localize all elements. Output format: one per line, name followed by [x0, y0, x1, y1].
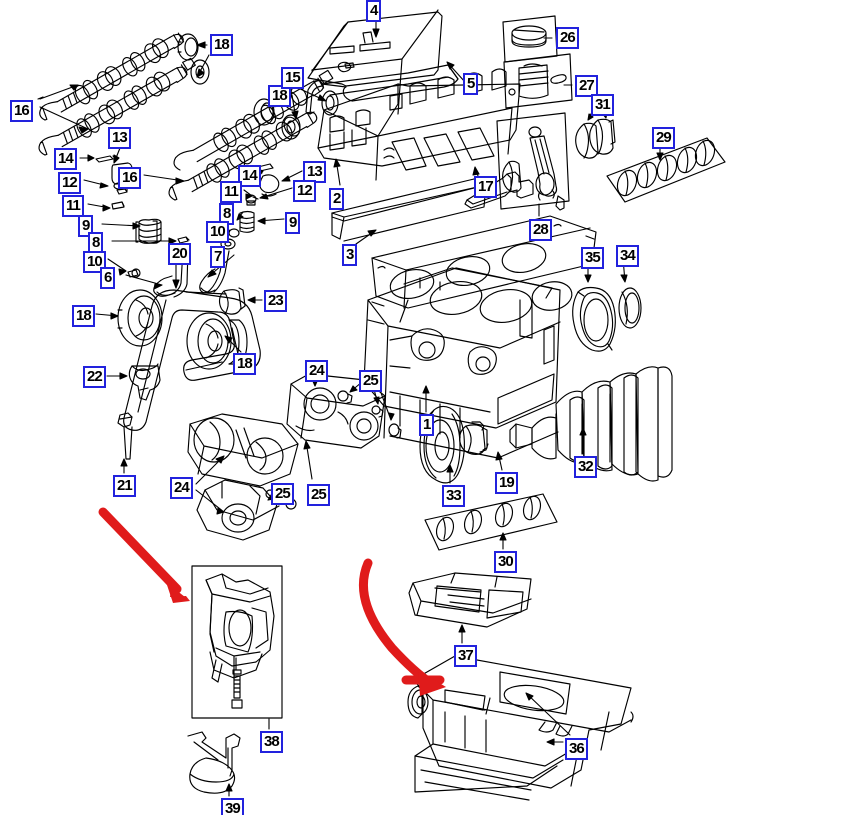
callout-25-timing-cover-bolt: 25	[307, 484, 330, 506]
callout-16-camshaft: 16	[118, 167, 141, 189]
callout-38-oil-pump: 38	[260, 731, 283, 753]
callout-20-timing-belt: 20	[168, 243, 191, 265]
callout-11-valve-spring-retainer: 11	[62, 195, 84, 217]
callout-21-timing-belt-tensioner-bolt: 21	[113, 475, 136, 497]
oil-pump	[205, 573, 275, 683]
callout-29-crankshaft-main-bearing-set: 29	[652, 127, 675, 149]
callout-32-crankshaft: 32	[574, 456, 597, 478]
callout-14-valve-adjusting-shim: 14	[238, 165, 261, 187]
timing-idler-pulley	[218, 287, 246, 315]
cylinder-head-cover	[305, 9, 459, 115]
callout-39-oil-pump-strainer: 39	[221, 798, 244, 815]
callout-36-oil-pan: 36	[565, 738, 588, 760]
callout-12-valve-keeper: 12	[293, 180, 316, 202]
callout-13-valve-lifter-shim: 13	[108, 127, 131, 149]
camshaft-pulley-upper	[177, 33, 210, 85]
piston-ring-box	[502, 15, 558, 63]
callout-27-piston: 27	[575, 75, 598, 97]
callout-9-valve-lifter: 9	[285, 212, 301, 234]
timing-belt-tensioner	[128, 363, 161, 401]
callout-37-oil-pan-baffle-plate: 37	[454, 645, 477, 667]
camshaft-oil-seal	[321, 90, 339, 116]
callout-25-timing-cover-bolt: 25	[271, 483, 294, 505]
callout-31-connecting-rod-bearing: 31	[591, 94, 614, 116]
callout-6-intake-valve: 6	[100, 267, 116, 289]
callout-35-rear-oil-seal-retainer: 35	[581, 247, 604, 269]
callout-8-valve-spring: 8	[88, 232, 104, 254]
callout-28-connecting-rod: 28	[529, 219, 552, 241]
rear-oil-seal-retainer	[572, 286, 616, 352]
red-arrow-to-oil-pump	[98, 507, 190, 603]
callout-16-camshaft: 16	[10, 100, 33, 122]
callout-24-timing-belt-cover: 24	[305, 360, 328, 382]
red-annotation-arrows	[98, 507, 446, 696]
callout-3-cylinder-head-gasket: 3	[342, 244, 358, 266]
callout-11-valve-spring-retainer: 11	[220, 181, 242, 203]
callout-9-valve-lifter: 9	[78, 215, 94, 237]
oil-pump-bolt	[231, 657, 243, 709]
timing-cover-lower-left	[187, 413, 299, 487]
connecting-rod-28	[496, 112, 570, 211]
piston-box	[503, 53, 573, 109]
oil-pump-strainer	[187, 731, 241, 794]
callout-18-camshaft-pulley: 18	[210, 34, 233, 56]
callout-30-crankshaft-thrust-washer-set: 30	[494, 551, 517, 573]
cylinder-block	[363, 267, 573, 459]
callout-19-crankshaft-timing-gear: 19	[495, 472, 518, 494]
callout-13-valve-lifter-shim: 13	[303, 161, 326, 183]
connecting-rod-bearing-31	[575, 118, 616, 159]
callout-5-cylinder-head-cover-gasket: 5	[463, 73, 479, 95]
callout-25-timing-cover-bolt: 25	[359, 370, 382, 392]
timing-cover-bottom	[196, 479, 280, 541]
callout-4-cylinder-head-cover: 4	[366, 0, 382, 22]
camshaft-pulley-mid	[253, 98, 301, 140]
callout-24-timing-belt-cover: 24	[170, 477, 193, 499]
main-bearing-set-29	[606, 137, 726, 203]
left-valve-stack	[95, 155, 190, 298]
red-arrow-to-oil-pan	[358, 558, 446, 696]
tensioner-bolt	[117, 412, 133, 460]
oil-pan	[407, 655, 634, 801]
callout-18-timing-belt-pulley: 18	[233, 353, 256, 375]
oil-pan-baffle	[408, 572, 532, 628]
callout-17-camshaft-position-sensor: 17	[474, 176, 497, 198]
timing-pulley-left	[117, 289, 163, 347]
crankshaft-rear-oil-seal	[618, 287, 642, 329]
oil-pump-box	[191, 565, 283, 719]
callout-15-camshaft-oil-seal: 15	[281, 67, 304, 89]
cylinder-head-cover-gasket	[331, 178, 487, 242]
callout-7-exhaust-valve: 7	[210, 246, 226, 268]
callout-18-timing-belt-pulley: 18	[72, 305, 95, 327]
callout-14-valve-adjusting-shim: 14	[54, 148, 77, 170]
crankshaft	[509, 366, 673, 482]
timing-belt	[123, 289, 261, 431]
thrust-washer-set	[424, 493, 558, 551]
callout-1-cylinder-block: 1	[419, 414, 435, 436]
callout-23-timing-belt-idler-pulley: 23	[264, 290, 287, 312]
callout-2-cylinder-head: 2	[329, 188, 345, 210]
callout-18-camshaft-pulley: 18	[268, 85, 291, 107]
callout-22-timing-belt-tensioner: 22	[83, 366, 106, 388]
callout-34-crankshaft-rear-oil-seal: 34	[616, 245, 639, 267]
callout-10-valve-spring-seat: 10	[206, 221, 229, 243]
callout-33-crankshaft-pulley: 33	[442, 485, 465, 507]
callout-26-piston-ring-set: 26	[556, 27, 579, 49]
callout-12-valve-keeper: 12	[58, 172, 81, 194]
cylinder-head-gasket	[371, 215, 597, 309]
